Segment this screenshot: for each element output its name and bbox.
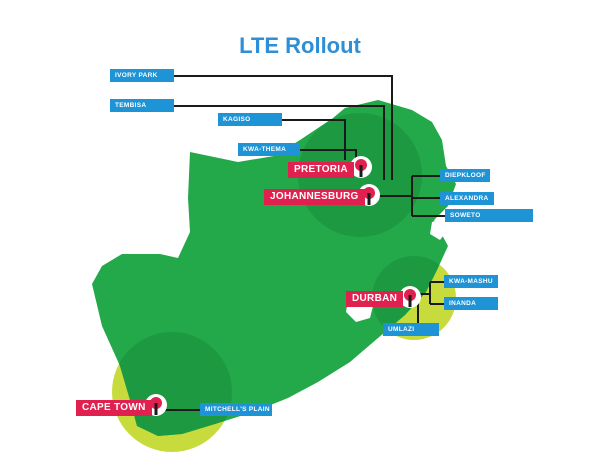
label-pretoria: PRETORIA [288, 162, 354, 178]
label-johannesburg: JOHANNESBURG [264, 189, 365, 205]
label-cape-town: CAPE TOWN [76, 400, 152, 416]
map-title: LTE Rollout [239, 33, 361, 58]
label-soweto: SOWETO [445, 209, 533, 222]
label-kwa-mashu: KWA-MASHU [444, 275, 498, 288]
label-alexandra: ALEXANDRA [440, 192, 494, 205]
label-umlazi: UMLAZI [383, 323, 439, 336]
label-inanda: INANDA [444, 297, 498, 310]
label-kwa-thema: KWA-THEMA [238, 143, 300, 156]
label-diepkloof: DIEPKLOOF [440, 169, 490, 182]
label-ivory-park: IVORY PARK [110, 69, 174, 82]
eswatini-enclave [430, 218, 448, 240]
label-durban: DURBAN [346, 291, 404, 307]
label-kagiso: KAGISO [218, 113, 282, 126]
label-tembisa: TEMBISA [110, 99, 174, 112]
label-mitchells-plain: MITCHELL'S PLAIN [200, 403, 272, 416]
map-pin-icon [350, 156, 372, 178]
connector-tembisa [172, 105, 385, 180]
connector-kwa-thema [298, 149, 357, 160]
connector-kagiso [280, 119, 346, 160]
map-pin-icon [399, 286, 421, 308]
connector-ivory-park [172, 75, 393, 180]
